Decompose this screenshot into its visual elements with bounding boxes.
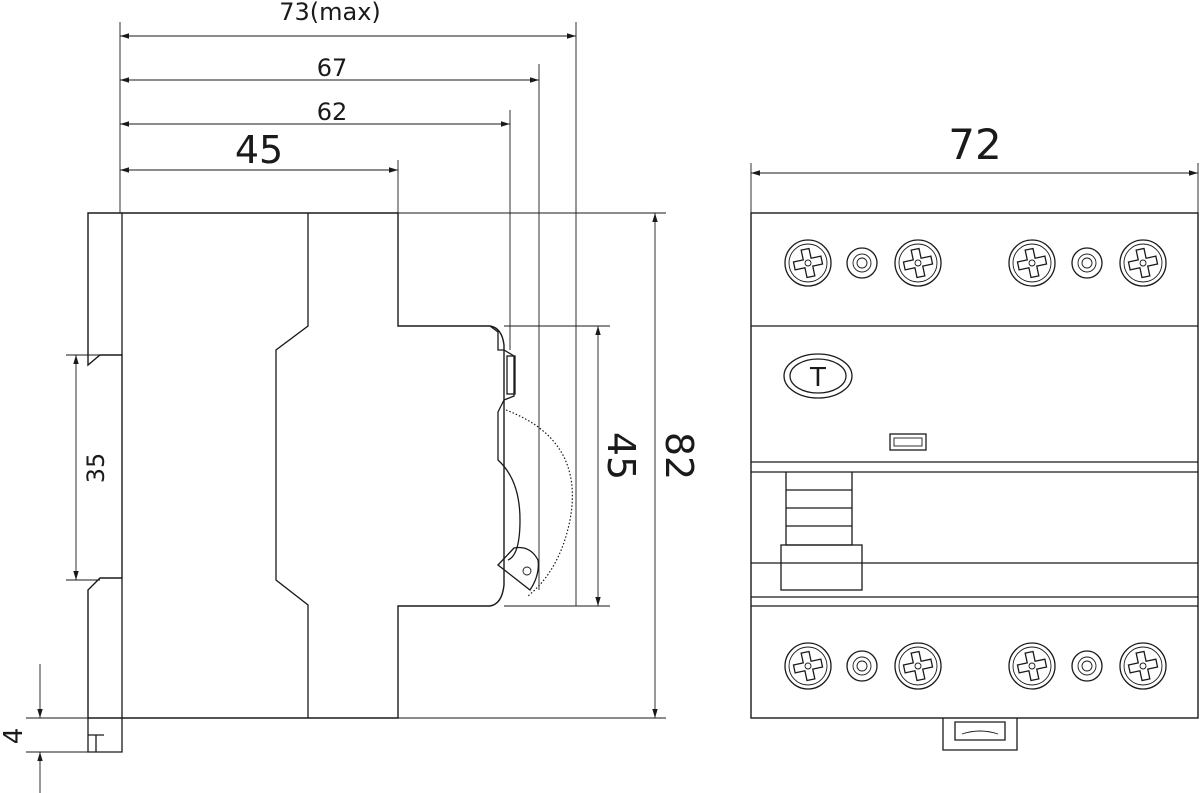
top-terminal-row (784, 239, 1167, 287)
dim-35-label: 35 (82, 453, 110, 484)
toggle-lever (497, 546, 539, 591)
bottom-terminal-screw-icon[interactable] (1008, 642, 1056, 690)
front-view: 72 T (750, 120, 1199, 751)
dim-72-label: 72 (948, 120, 1001, 169)
dim-73-label: 73(max) (279, 0, 381, 26)
top-terminal-screw-icon[interactable] (894, 239, 942, 287)
top-terminal-screw-icon[interactable] (1119, 239, 1167, 287)
din-clip (87, 718, 123, 753)
test-button-profile (506, 355, 516, 395)
bottom-led-hole-icon (1071, 650, 1103, 682)
top-led-hole-icon (846, 247, 878, 279)
bottom-terminal-screw-icon[interactable] (784, 642, 832, 690)
side-view: 73(max) 67 62 45 35 45 82 4 (0, 0, 701, 793)
front-din-clip (942, 718, 1018, 751)
lever-pivot (522, 566, 532, 576)
lever-swing-arc (505, 409, 573, 597)
front-din-clip-detail (961, 730, 999, 735)
bottom-terminal-screw-icon[interactable] (1119, 642, 1167, 690)
dim-67-label: 67 (317, 54, 348, 82)
side-body-outline (87, 212, 505, 719)
dim-45-front-label: 45 (599, 432, 643, 480)
status-window-inner (893, 437, 923, 447)
top-led-hole-icon (1071, 247, 1103, 279)
test-button-inner[interactable] (789, 358, 847, 394)
bottom-terminal-row (784, 642, 1167, 690)
test-button-outer[interactable] (783, 353, 853, 399)
dim-62-label: 62 (317, 98, 348, 126)
toggle-handle-grip[interactable] (780, 544, 863, 591)
dim-4-label: 4 (0, 728, 29, 745)
test-button-label: T (809, 363, 826, 393)
bottom-terminal-screw-icon[interactable] (894, 642, 942, 690)
top-terminal-screw-icon[interactable] (1008, 239, 1056, 287)
side-internal-line (275, 213, 309, 718)
bottom-led-hole-icon (846, 650, 878, 682)
front-housing (750, 212, 1199, 719)
dim-45-depth-label: 45 (235, 128, 283, 172)
dim-82-label: 82 (657, 432, 701, 480)
top-terminal-screw-icon[interactable] (784, 239, 832, 287)
status-window (889, 433, 927, 451)
